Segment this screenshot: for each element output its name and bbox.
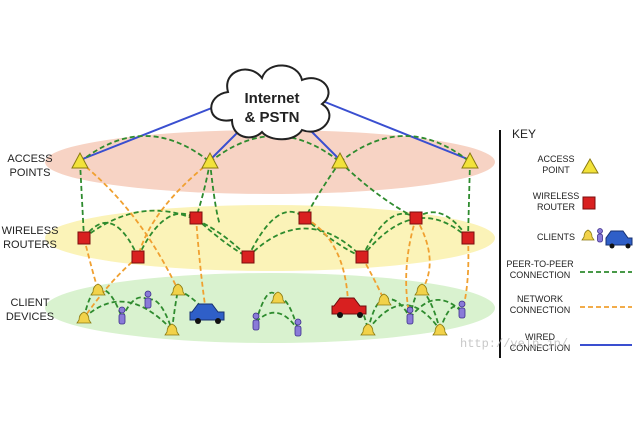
access-point-icon <box>331 151 349 169</box>
label-access-points-2: POINTS <box>10 167 51 179</box>
client-person-icon <box>406 306 414 325</box>
client-person-icon <box>458 300 466 319</box>
legend-wired-2: CONNECTION <box>510 343 571 353</box>
label-client-devices-2: DEVICES <box>6 311 54 323</box>
client-phone-icon <box>170 283 186 296</box>
legend-network-1: NETWORK <box>517 294 563 304</box>
legend-wireless-router-icon <box>582 196 596 210</box>
client-phone-icon <box>414 283 430 296</box>
legend-title: KEY <box>512 127 536 141</box>
client-person-icon <box>144 290 152 309</box>
access-point-icon <box>71 151 89 169</box>
client-car-blue <box>189 303 225 324</box>
label-client-devices-1: CLIENT <box>10 297 49 309</box>
wireless-router-icon <box>409 211 423 225</box>
wireless-router-icon <box>77 231 91 245</box>
wireless-routers <box>77 211 475 264</box>
legend: KEY ACCESS POINT WIRELESS ROUTER CLIENTS… <box>499 127 633 358</box>
legend-access-point-icon <box>581 157 599 174</box>
cloud-label-line-1: Internet <box>244 90 299 107</box>
legend-peer-to-peer-2: CONNECTION <box>510 270 571 280</box>
wired-connections <box>79 99 471 161</box>
client-phone-icon <box>432 323 448 336</box>
legend-network-2: CONNECTION <box>510 305 571 315</box>
wireless-router-icon <box>461 231 475 245</box>
wireless-router-icon <box>241 250 255 264</box>
layer-labels: ACCESS POINTS WIRELESS ROUTERS CLIENT DE… <box>2 153 59 323</box>
client-phone-icon <box>376 293 392 306</box>
client-person-icon <box>252 312 260 331</box>
legend-access-point-2: POINT <box>542 165 570 175</box>
legend-access-point-1: ACCESS <box>537 154 574 164</box>
wireless-router-icon <box>298 211 312 225</box>
legend-clients-icons <box>581 228 633 249</box>
client-phone-icon <box>360 323 376 336</box>
label-wireless-routers-2: ROUTERS <box>3 239 57 251</box>
access-points-band <box>45 130 495 194</box>
access-points <box>71 151 479 169</box>
label-access-points-1: ACCESS <box>7 153 52 165</box>
wireless-router-icon <box>189 211 203 225</box>
label-wireless-routers-1: WIRELESS <box>2 225 59 237</box>
client-people <box>118 290 466 337</box>
client-phone-icon <box>270 291 286 304</box>
client-person-icon <box>118 306 126 325</box>
legend-peer-to-peer-1: PEER-TO-PEER <box>506 259 574 269</box>
legend-wireless-router-1: WIRELESS <box>533 191 580 201</box>
wireless-router-icon <box>355 250 369 264</box>
legend-clients: CLIENTS <box>537 232 575 242</box>
wireless-routers-band <box>45 205 495 271</box>
client-phone-icon <box>90 283 106 296</box>
client-devices-band <box>45 273 495 343</box>
wireless-router-icon <box>131 250 145 264</box>
legend-wired-1: WIRED <box>525 332 555 342</box>
client-person-icon <box>294 318 302 337</box>
client-phone-icon <box>164 323 180 336</box>
access-point-icon <box>461 151 479 169</box>
cloud-label-line-2: & PSTN <box>244 109 299 126</box>
legend-wireless-router-2: ROUTER <box>537 202 576 212</box>
access-point-icon <box>201 151 219 169</box>
internet-pstn-cloud: Internet & PSTN <box>210 64 331 141</box>
watermark: http://yelp.jp/ <box>460 337 568 351</box>
client-phone-icon <box>76 311 92 324</box>
client-phones <box>76 283 448 336</box>
client-car-red <box>331 297 367 318</box>
